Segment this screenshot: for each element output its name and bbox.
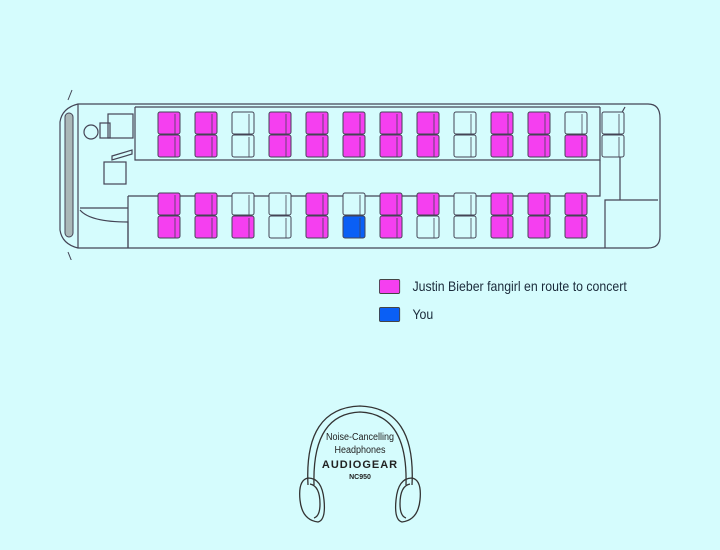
seat-fangirl (268, 134, 292, 158)
fangirl-swatch (379, 278, 401, 294)
seat-empty (231, 111, 255, 135)
seat-fangirl (268, 111, 292, 135)
seat-empty (453, 111, 477, 135)
seat-empty (416, 215, 440, 239)
mirrors (67, 89, 73, 260)
seat-empty (453, 192, 477, 216)
seat-fangirl (416, 192, 440, 216)
seat-fangirl (379, 215, 403, 239)
seat-fangirl (342, 111, 366, 135)
seat-empty (564, 111, 588, 135)
seat-fangirl (527, 111, 551, 135)
legend-fangirl-label: Justin Bieber fangirl en route to concer… (412, 278, 627, 294)
seat-fangirl (157, 192, 181, 216)
seat-fangirl (490, 134, 514, 158)
seat-fangirl (490, 192, 514, 216)
seat-fangirl (157, 111, 181, 135)
seat-fangirl (527, 134, 551, 158)
seat-fangirl (157, 215, 181, 239)
seat-fangirl (305, 192, 329, 216)
seat-empty (342, 192, 366, 216)
seat-fangirl (379, 192, 403, 216)
seat-fangirl (305, 215, 329, 239)
seat-empty (453, 215, 477, 239)
seat-fangirl (379, 111, 403, 135)
headphones-icon (299, 405, 421, 523)
seat-fangirl (305, 111, 329, 135)
you-swatch (379, 306, 401, 322)
windshield (64, 112, 74, 238)
legend-you-label: You (412, 306, 434, 322)
product-line1: Noise-Cancelling (325, 432, 395, 443)
seat-fangirl (416, 111, 440, 135)
seat-fangirl (564, 192, 588, 216)
product-model: NC950 (349, 474, 371, 481)
seat-fangirl (527, 215, 551, 239)
seat-fangirl (490, 215, 514, 239)
seat-fangirl (564, 215, 588, 239)
seat-fangirl (194, 134, 218, 158)
seat-fangirl (231, 215, 255, 239)
legend-fangirl: Justin Bieber fangirl en route to concer… (379, 278, 627, 294)
seat-fangirl (342, 134, 366, 158)
seat-fangirl (194, 192, 218, 216)
seat-empty (453, 134, 477, 158)
seat-fangirl (194, 111, 218, 135)
legend-you: You (379, 306, 433, 322)
seat-fangirl (416, 134, 440, 158)
seat-empty (231, 192, 255, 216)
seat-fangirl (379, 134, 403, 158)
seat-fangirl (157, 134, 181, 158)
bus-seat-map (59, 89, 661, 260)
seat-empty (231, 134, 255, 158)
seat-fangirl (305, 134, 329, 158)
seat-you (342, 215, 366, 239)
seat-empty (601, 111, 625, 135)
seat-empty (268, 192, 292, 216)
seat-fangirl (194, 215, 218, 239)
brand-logo: AUDIOGEAR (321, 459, 399, 471)
product-line2: Headphones (334, 445, 386, 456)
seat-empty (601, 134, 625, 158)
seat-fangirl (490, 111, 514, 135)
seat-empty (268, 215, 292, 239)
seat-fangirl (564, 134, 588, 158)
seat-fangirl (527, 192, 551, 216)
